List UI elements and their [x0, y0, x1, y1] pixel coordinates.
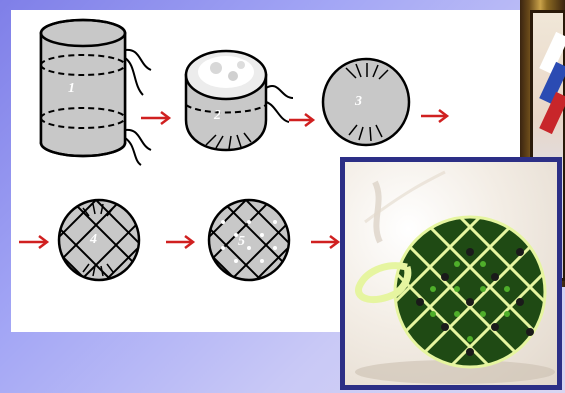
- step-number-3: 3: [355, 94, 362, 110]
- step-number-2: 2: [214, 108, 221, 124]
- step-number-1: 1: [68, 81, 75, 97]
- arrow-right-icon: [421, 110, 447, 122]
- step-2-cup: [186, 51, 293, 150]
- arrow-right-icon: [141, 112, 169, 124]
- step-5-beaded-ball: [181, 185, 311, 295]
- photo-content: [345, 162, 557, 385]
- beaded-ball-photo: [340, 157, 562, 390]
- arrow-right-icon: [166, 236, 193, 248]
- arrow-right-icon: [311, 236, 338, 248]
- beaded-ball-image: [345, 162, 557, 385]
- step-number-5: 5: [238, 234, 245, 250]
- step-3-ball: [323, 59, 409, 145]
- arrow-right-icon: [19, 236, 47, 248]
- step-number-4: 4: [90, 232, 97, 248]
- step-1-cylinder: [41, 20, 151, 165]
- arrow-right-icon: [289, 114, 313, 126]
